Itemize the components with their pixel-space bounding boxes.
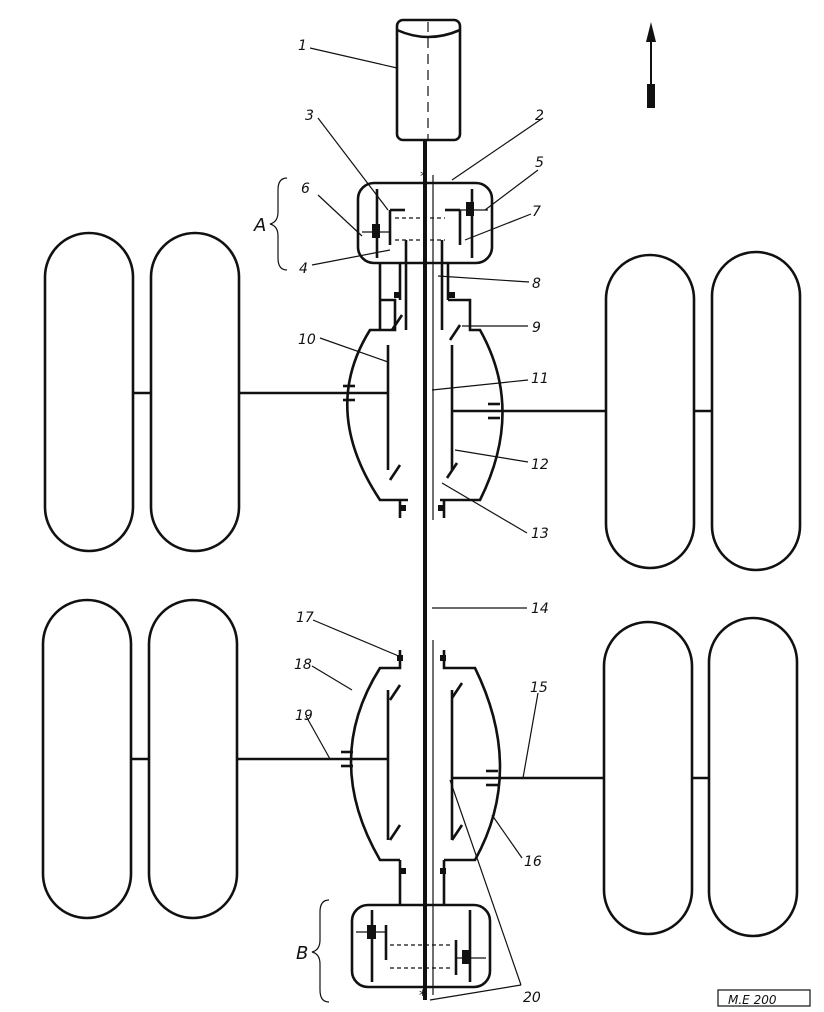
main-driveshaft <box>423 140 434 1000</box>
callout-19: 19 <box>295 708 313 724</box>
group-bracket-b <box>311 899 330 1003</box>
callout-4: 4 <box>299 261 308 277</box>
reduction-gear-a: * <box>356 169 494 330</box>
wheel-front-left-inner <box>149 231 241 553</box>
leader-lines <box>305 47 544 1001</box>
svg-text:*: * <box>420 169 427 185</box>
callout-11: 11 <box>531 371 549 387</box>
rear-axle-housing <box>349 650 502 905</box>
group-label-a: A <box>253 215 266 236</box>
front-axle-housing <box>346 298 504 518</box>
callout-9: 9 <box>532 320 541 336</box>
callout-18: 18 <box>294 657 312 673</box>
input-shaft <box>395 18 462 142</box>
callout-8: 8 <box>532 276 541 292</box>
wheel-front-right-outer <box>710 250 802 572</box>
callout-12: 12 <box>531 457 549 473</box>
callout-20: 20 <box>523 990 541 1006</box>
group-label-b: B <box>296 943 308 964</box>
callout-6: 6 <box>301 181 310 197</box>
callout-2: 2 <box>535 108 544 124</box>
callout-1: 1 <box>298 38 307 54</box>
callout-7: 7 <box>532 204 541 220</box>
reduction-gear-b: * <box>350 903 492 1004</box>
callout-15: 15 <box>530 680 548 696</box>
arrow-up-icon <box>646 22 656 108</box>
wheel-rear-left-outer <box>41 598 133 920</box>
callout-3: 3 <box>305 108 314 124</box>
wheel-rear-right-outer <box>707 616 799 938</box>
callout-10: 10 <box>298 332 316 348</box>
callout-13: 13 <box>531 526 549 542</box>
wheel-rear-right-inner <box>602 620 694 936</box>
callout-16: 16 <box>524 854 542 870</box>
callout-17: 17 <box>296 610 314 626</box>
drawing-code-stamp: M.E 200 <box>717 989 811 1007</box>
callout-5: 5 <box>535 155 544 171</box>
drawing-code: M.E 200 <box>728 993 777 1007</box>
wheel-front-right-inner <box>604 253 696 570</box>
callout-14: 14 <box>531 601 549 617</box>
svg-text:*: * <box>419 988 426 1004</box>
wheel-front-left-outer <box>43 231 135 553</box>
wheel-rear-left-inner <box>147 598 239 920</box>
group-bracket-a <box>269 177 288 271</box>
